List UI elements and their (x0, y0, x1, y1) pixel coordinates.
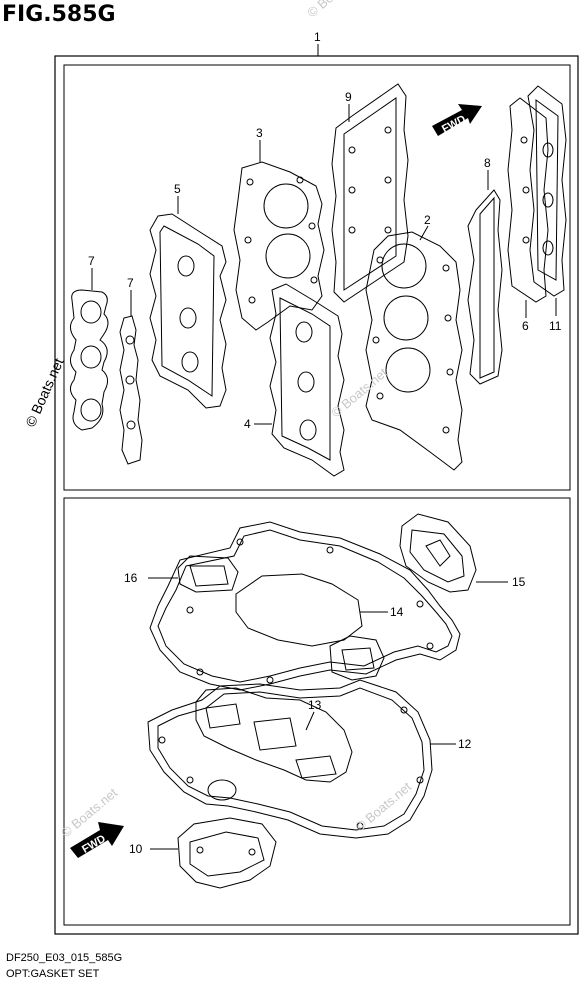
part-11-exhaust-gasket (527, 85, 567, 297)
part-5-rocker-cover-gasket (149, 213, 227, 409)
upper-panel-frame (63, 64, 571, 491)
model-code: DF250_E03_015_585G (6, 952, 123, 964)
watermark-faint-mid: © Boats.net (328, 365, 390, 421)
callout-2-leader (419, 225, 429, 241)
part-8-gasket (467, 189, 503, 385)
part-2-cylinder-head-gasket (365, 231, 463, 471)
fwd-arrow-upper: FWD (432, 104, 482, 136)
watermark-faint-top: © Boats.net (304, 0, 366, 20)
callout-14: 14 (390, 605, 404, 619)
part-6-exhaust-gasket (507, 97, 549, 303)
part-13-manifold-gasket (195, 687, 353, 783)
callout-7a: 7 (88, 254, 95, 268)
callout-13-leader (305, 711, 315, 731)
part-15-gasket (399, 513, 477, 593)
part-3-cylinder-head-gasket (233, 161, 325, 331)
callout-10: 10 (129, 842, 143, 856)
fwd-label-upper: FWD (440, 113, 468, 135)
callout-6: 6 (522, 319, 529, 333)
part-16-gasket (177, 555, 239, 593)
part-small-port-gasket (329, 635, 385, 681)
callout-8: 8 (484, 156, 491, 170)
lower-panel-frame (63, 497, 571, 926)
callout-11: 11 (549, 319, 562, 333)
callout-3: 3 (256, 126, 263, 140)
callout-2: 2 (424, 213, 431, 227)
callout-12: 12 (458, 737, 472, 751)
part-12-plate-gasket (147, 679, 433, 839)
part-7-intake-gasket (70, 289, 109, 431)
callout-16: 16 (124, 571, 138, 585)
callout-1: 1 (314, 30, 321, 44)
callout-13: 13 (308, 698, 322, 712)
callout-9: 9 (345, 90, 352, 104)
part-4-rocker-cover-gasket (269, 283, 345, 477)
callout-15: 15 (512, 575, 526, 589)
part-9-exhaust-gasket (331, 83, 409, 303)
section-name: OPT:GASKET SET (6, 968, 100, 980)
figure-title: FIG.585G (2, 2, 116, 27)
part-14-cover-gasket (149, 521, 461, 691)
watermark-upper: © Boats.net (22, 356, 66, 430)
fwd-label-lower: FWD (80, 833, 108, 856)
part-7-thin-gasket (119, 315, 143, 465)
callout-7b: 7 (127, 276, 134, 290)
outer-frame (54, 55, 579, 935)
callout-5: 5 (174, 182, 181, 196)
callout-4: 4 (244, 417, 251, 431)
part-10-gasket (177, 817, 277, 889)
